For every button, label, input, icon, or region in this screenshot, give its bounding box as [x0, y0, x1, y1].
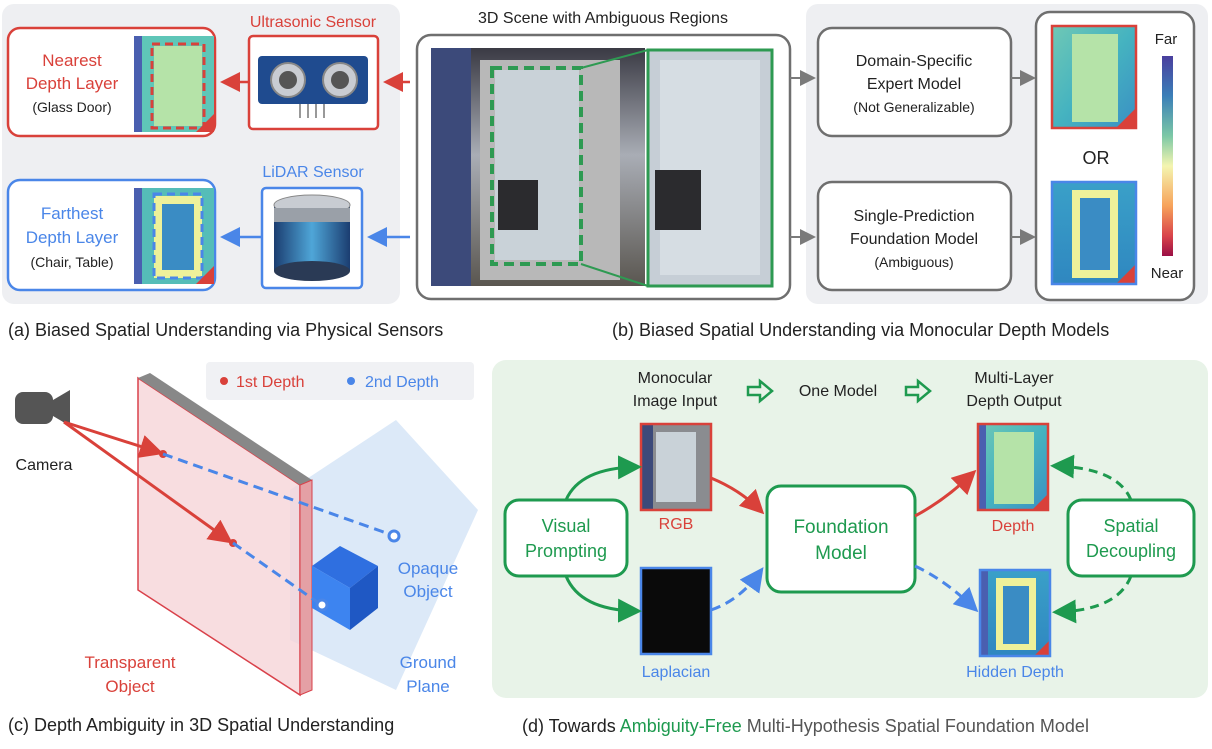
hidden-depth-label: Hidden Depth: [966, 664, 1064, 681]
ray-2-second: [232, 541, 321, 606]
expert-subtitle: (Not Generalizable): [853, 99, 974, 115]
legend-box: [206, 362, 474, 400]
near-label: Near: [1151, 265, 1184, 282]
expert-depth-map: [1050, 24, 1138, 130]
farthest-depth-map: [134, 188, 214, 284]
farthest-subtitle: (Chair, Table): [30, 254, 113, 270]
visual-prompting-2: Prompting: [525, 541, 607, 561]
decoupling-to-depth-arrow: [1050, 454, 1133, 501]
far-label: Far: [1155, 31, 1178, 48]
nearest-title-1: Nearest: [42, 51, 102, 70]
prompt-to-laplacian-arrow: [564, 575, 642, 623]
scene-photo: [431, 48, 645, 286]
farthest-title-1: Farthest: [41, 204, 104, 223]
hidden-depth-thumbnail: [978, 568, 1052, 658]
scene-title: 3D Scene with Ambiguous Regions: [478, 10, 728, 27]
input-label-2: Image Input: [633, 393, 718, 410]
lidar-label: LiDAR Sensor: [262, 164, 364, 181]
single-subtitle: (Ambiguous): [874, 254, 953, 270]
visual-prompting-1: Visual: [542, 516, 591, 536]
lidar-sensor-icon: [273, 194, 351, 281]
depth-colorbar: [1162, 56, 1173, 256]
legend-second-label: 2nd Depth: [365, 374, 439, 391]
opaque-object: [312, 546, 378, 630]
caption-d-highlight: Ambiguity-Free: [620, 716, 742, 736]
farthest-title-2: Depth Layer: [26, 228, 119, 247]
laplacian-label: Laplacian: [642, 664, 711, 681]
opaque-label-1: Opaque: [398, 559, 459, 578]
single-title-1: Single-Prediction: [854, 208, 975, 225]
zoom-line-bottom: [580, 263, 649, 287]
foundation-model-2: Model: [815, 543, 867, 564]
camera-icon: [15, 390, 70, 426]
caption-d-prefix: (d) Towards: [522, 716, 620, 736]
depth-output-thumbnail: [976, 422, 1050, 512]
transparent-label-1: Transparent: [84, 653, 175, 672]
laplacian-to-model-arrow: [710, 567, 764, 612]
ground-label-1: Ground: [400, 653, 457, 672]
caption-a: (a) Biased Spatial Understanding via Phy…: [8, 320, 443, 340]
ultrasonic-sensor-icon: [258, 56, 368, 118]
foundation-model-box: [765, 484, 917, 594]
nearest-title-2: Depth Layer: [26, 74, 119, 93]
ray-1-second: [162, 452, 393, 537]
caption-b: (b) Biased Spatial Understanding via Mon…: [612, 320, 1109, 340]
camera-label: Camera: [16, 457, 73, 474]
spatial-decoupling-2: Decoupling: [1086, 541, 1176, 561]
or-label: OR: [1083, 148, 1110, 168]
caption-d: (d) Towards Ambiguity-Free Multi-Hypothe…: [522, 716, 1089, 736]
expert-title-2: Expert Model: [867, 76, 961, 93]
caption-c: (c) Depth Ambiguity in 3D Spatial Unders…: [8, 715, 394, 735]
nearest-depth-map: [134, 36, 214, 132]
laplacian-thumbnail: [639, 566, 713, 656]
rgb-to-model-arrow: [710, 476, 765, 515]
rgb-label: RGB: [659, 516, 694, 533]
arrow-right-icon-2: [904, 378, 932, 404]
ultrasonic-label: Ultrasonic Sensor: [250, 14, 377, 31]
one-model-label: One Model: [799, 383, 877, 400]
nearest-subtitle: (Glass Door): [32, 99, 111, 115]
prompt-to-rgb-arrow: [564, 455, 642, 501]
decoupling-to-hidden-arrow: [1052, 575, 1133, 624]
single-title-2: Foundation Model: [850, 231, 978, 248]
single-depth-map: [1050, 180, 1138, 286]
foundation-model-1: Foundation: [793, 517, 888, 538]
legend-first-dot: [220, 377, 228, 385]
output-label-2: Depth Output: [966, 393, 1062, 410]
arrow-right-icon: [746, 378, 774, 404]
legend-second-dot: [347, 377, 355, 385]
ray-2-first: [63, 420, 233, 544]
expert-title-1: Domain-Specific: [856, 53, 972, 70]
spatial-decoupling-1: Spatial: [1103, 516, 1158, 536]
depth-label: Depth: [992, 518, 1035, 535]
output-label-1: Multi-Layer: [974, 370, 1054, 387]
input-label-1: Monocular: [638, 370, 713, 387]
transparent-label-2: Object: [105, 677, 154, 696]
opaque-near-hit: [315, 598, 329, 612]
ground-plane: [290, 420, 478, 690]
rgb-thumbnail: [639, 422, 713, 512]
expert-model-box: [816, 26, 1013, 138]
visual-prompting-box: [503, 498, 629, 578]
caption-d-suffix: Multi-Hypothesis Spatial Foundation Mode…: [742, 716, 1089, 736]
model-to-hidden-arrow: [914, 564, 979, 613]
model-to-depth-arrow: [914, 469, 977, 518]
ray-1-first: [63, 420, 164, 458]
zoom-line-top: [580, 49, 649, 69]
spatial-decoupling-box: [1066, 498, 1196, 578]
opaque-label-2: Object: [403, 582, 452, 601]
legend-first-label: 1st Depth: [236, 374, 304, 391]
scene-zoom-crop: [646, 48, 774, 288]
transparent-object: [137, 373, 313, 697]
opaque-far-hit: [387, 529, 401, 543]
ground-label-2: Plane: [406, 677, 449, 696]
